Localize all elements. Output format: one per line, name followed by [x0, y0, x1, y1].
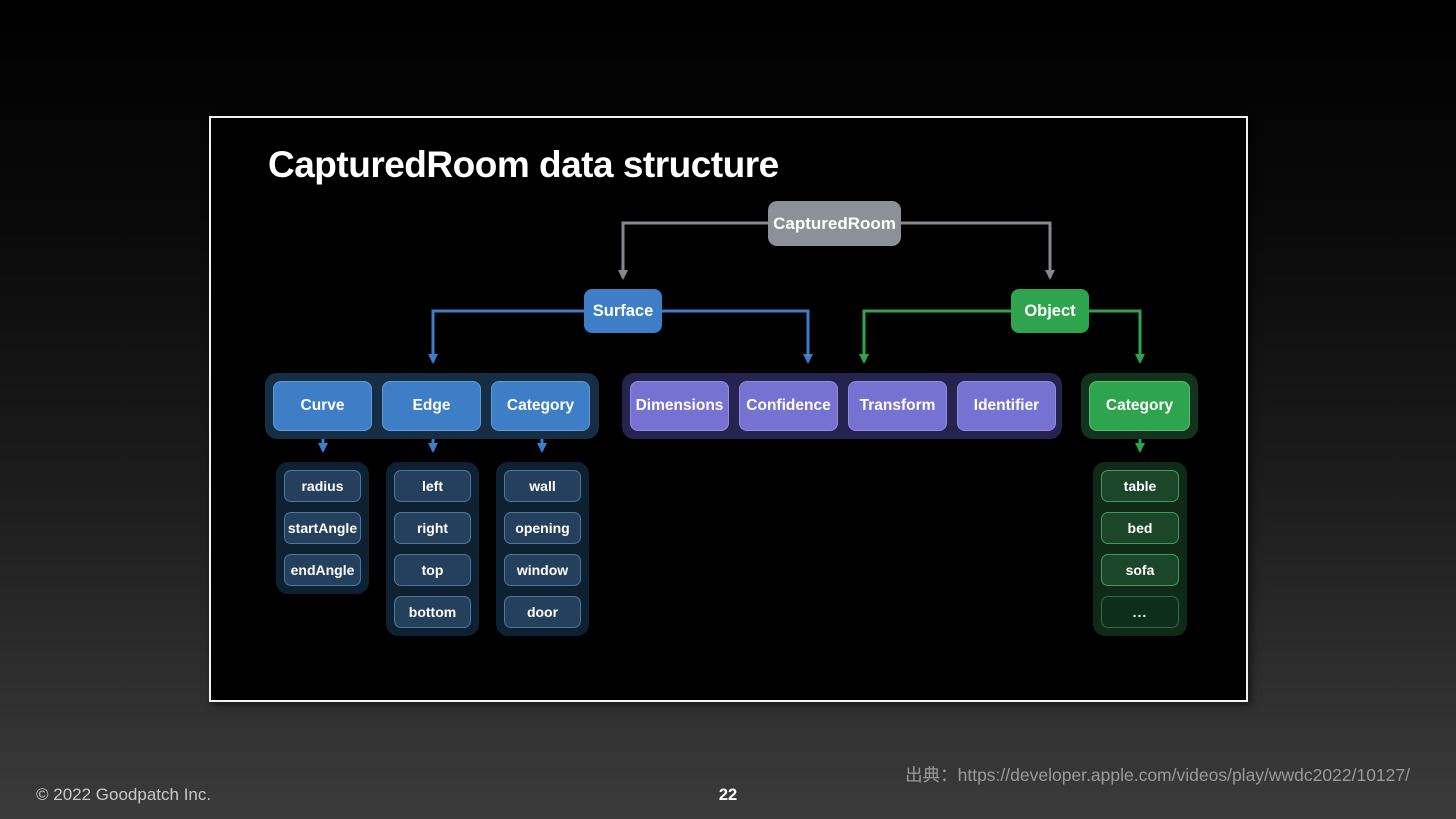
- slide: CapturedRoom data structure CapturedRoom…: [209, 116, 1248, 702]
- list-item: table: [1101, 470, 1179, 502]
- node-confidence: Confidence: [739, 381, 838, 431]
- slide-title: CapturedRoom data structure: [268, 144, 779, 185]
- shared-attributes-group: Dimensions Confidence Transform Identifi…: [622, 373, 1062, 439]
- node-surface: Surface: [584, 289, 662, 333]
- list-item: window: [504, 554, 581, 586]
- list-item: endAngle: [284, 554, 361, 586]
- node-object: Object: [1011, 289, 1089, 333]
- surface-children-group: Curve Edge Category: [265, 373, 599, 439]
- list-item: sofa: [1101, 554, 1179, 586]
- list-item: wall: [504, 470, 581, 502]
- list-item: bed: [1101, 512, 1179, 544]
- list-item-ellipsis: ...: [1101, 596, 1179, 628]
- node-capturedroom: CapturedRoom: [768, 201, 901, 246]
- node-edge: Edge: [382, 381, 481, 431]
- footer-source-url: 出典：https://developer.apple.com/videos/pl…: [905, 765, 1410, 785]
- surface-category-values-list: wall opening window door: [496, 462, 589, 636]
- list-item: opening: [504, 512, 581, 544]
- node-curve: Curve: [273, 381, 372, 431]
- list-item: radius: [284, 470, 361, 502]
- node-surface-category: Category: [491, 381, 590, 431]
- list-item: right: [394, 512, 471, 544]
- page-number: 22: [718, 786, 738, 804]
- list-item: startAngle: [284, 512, 361, 544]
- edge-values-list: left right top bottom: [386, 462, 479, 636]
- curve-values-list: radius startAngle endAngle: [276, 462, 369, 594]
- list-item: bottom: [394, 596, 471, 628]
- list-item: left: [394, 470, 471, 502]
- node-identifier: Identifier: [957, 381, 1056, 431]
- object-category-values-list: table bed sofa ...: [1093, 462, 1187, 636]
- node-transform: Transform: [848, 381, 947, 431]
- footer-copyright: © 2022 Goodpatch Inc.: [36, 785, 212, 804]
- node-dimensions: Dimensions: [630, 381, 729, 431]
- object-children-group: Category: [1081, 373, 1198, 439]
- list-item: door: [504, 596, 581, 628]
- node-object-category: Category: [1089, 381, 1190, 431]
- list-item: top: [394, 554, 471, 586]
